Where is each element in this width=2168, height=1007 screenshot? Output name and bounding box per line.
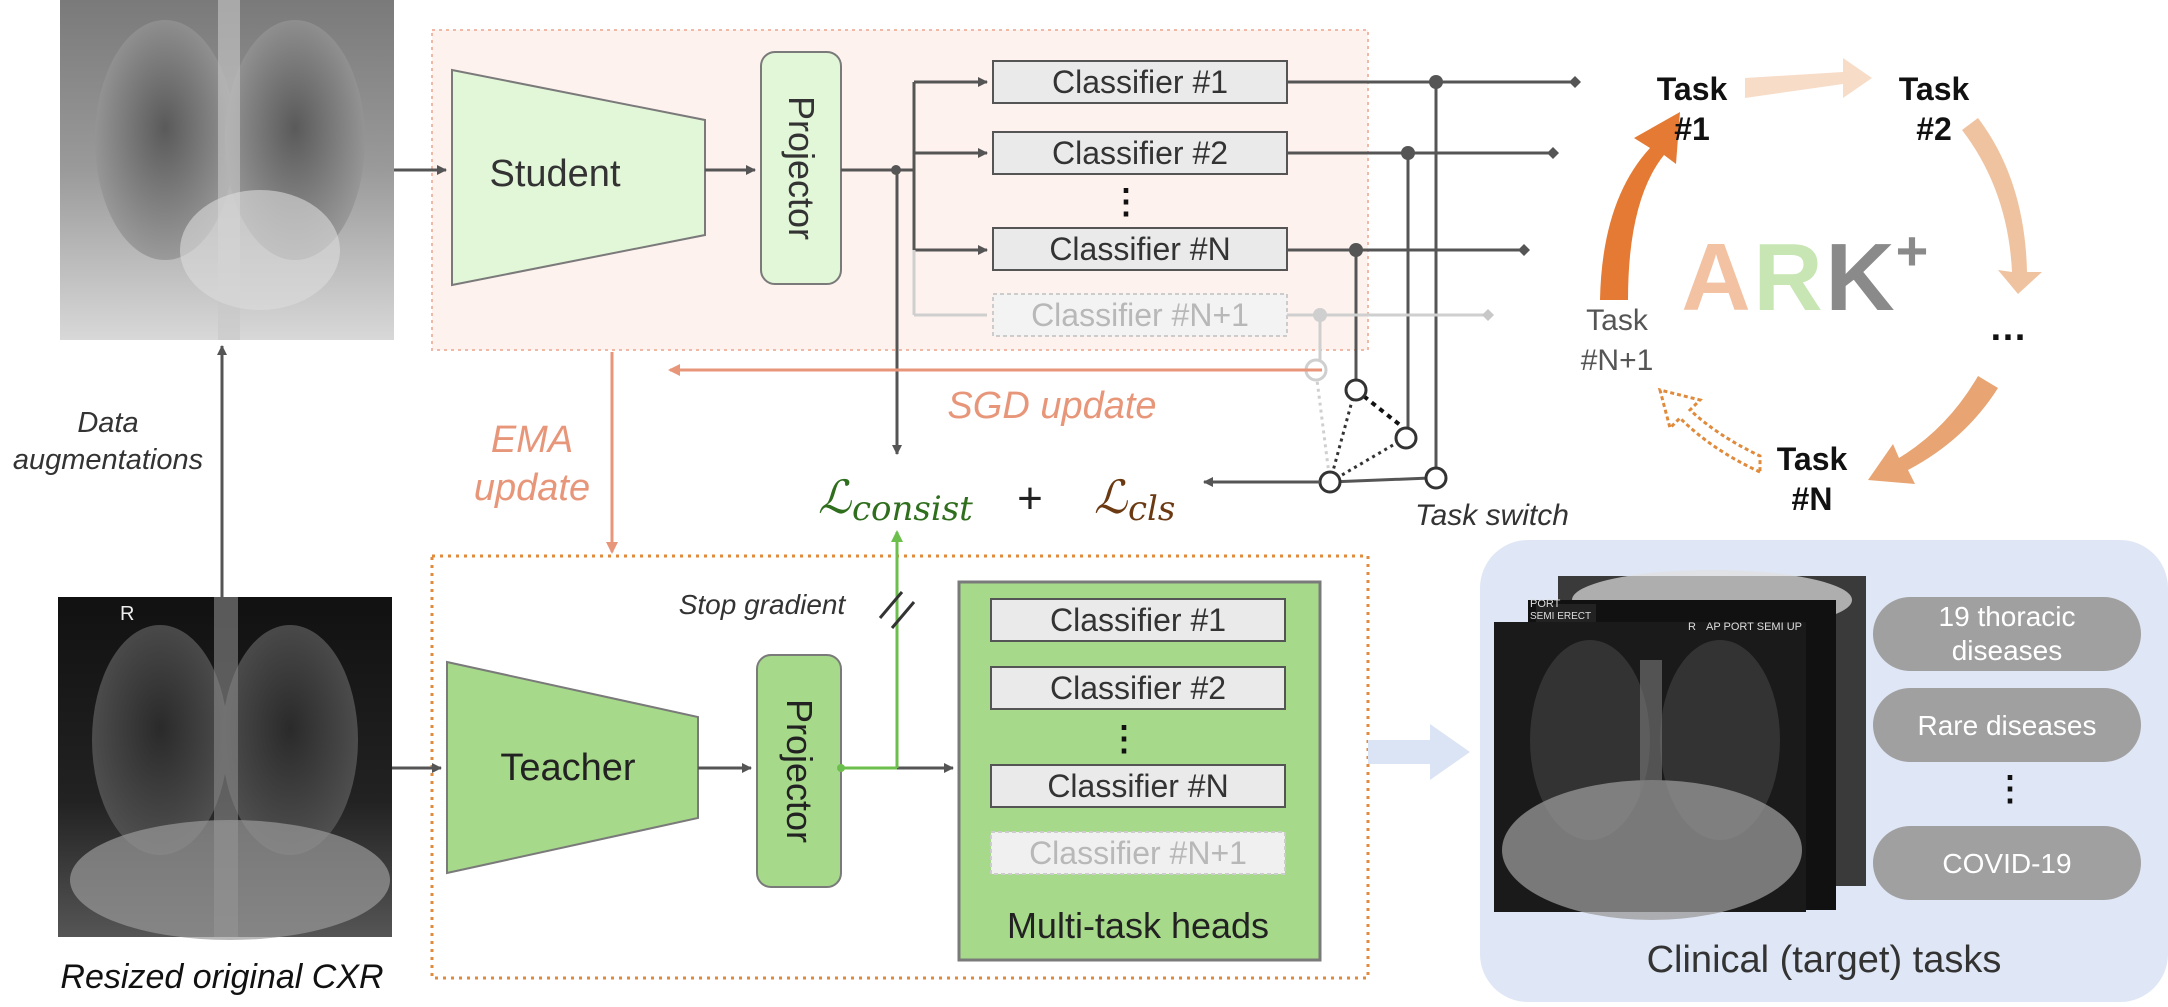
stop-gradient-label: Stop gradient (679, 589, 847, 620)
teacher-encoder-label: Teacher (500, 747, 636, 789)
teacher-classifier-n-label: Classifier #N (1047, 768, 1228, 804)
ark-logo-a: A (1681, 224, 1750, 331)
target-task-thoracic (1873, 597, 2141, 671)
teacher-classifier-ellipsis: ⋮ (1107, 720, 1141, 758)
transfer-arrow (1368, 724, 1470, 780)
student-classifier-1-label: Classifier #1 (1052, 64, 1228, 100)
data-aug-label-1: Data (77, 407, 138, 439)
target-task-ellipsis: ⋮ (1993, 770, 2027, 808)
student-classifier-2 (992, 131, 1288, 175)
teacher-projector-label: Projector (779, 699, 820, 843)
ema-update-label-2: update (474, 467, 590, 509)
resized-original-cxr-image: R (58, 597, 392, 940)
student-encoder (451, 68, 706, 287)
teacher-classifier-n (990, 764, 1286, 808)
xray-tag-port: PORT (1530, 598, 1561, 610)
task-cycle: Task #1 Task #2 … Task #N Task #N+1 A R … (1581, 58, 2042, 517)
multi-task-heads-label: Multi-task heads (1007, 905, 1269, 946)
xray-mark: R (1688, 621, 1696, 633)
tap-node-1 (1429, 75, 1443, 89)
task-1-label-b: #1 (1674, 111, 1710, 147)
student-classifier-new (992, 293, 1288, 337)
loss-consist-subscript: consist (852, 489, 973, 529)
sgd-update-label: SGD update (947, 385, 1156, 427)
clinical-tasks-title: Clinical (target) tasks (1647, 939, 2002, 981)
task-new-label-a: Task (1586, 304, 1649, 337)
tap-node-2 (1401, 146, 1415, 160)
cycle-arrow-to-task-1 (1600, 112, 1680, 300)
loss-consist-symbol: ℒ (818, 470, 852, 524)
teacher-encoder (446, 660, 699, 875)
task-2-label-b: #2 (1916, 111, 1952, 147)
cycle-ellipsis: … (1989, 307, 2027, 349)
task-switch-label: Task switch (1415, 499, 1569, 532)
projector-split-node (891, 165, 901, 175)
task-switch (1304, 358, 1448, 494)
student-classifier-new-label: Classifier #N+1 (1031, 297, 1249, 333)
teacher-classifier-new (990, 831, 1286, 875)
ark-logo-r: R (1753, 224, 1822, 331)
cycle-arrow-new-task (1657, 387, 1762, 475)
augmented-cxr-image (60, 0, 394, 340)
target-task-thoracic-line2: diseases (1952, 635, 2063, 666)
target-task-rare-label: Rare diseases (1918, 710, 2097, 741)
resized-cxr-label: Resized original CXR (60, 958, 383, 996)
cycle-arrow-1-2 (1745, 58, 1872, 98)
teacher-classifier-new-label: Classifier #N+1 (1029, 835, 1247, 871)
task-new-label-b: #N+1 (1581, 344, 1654, 377)
xray-tag-semi-erect: SEMI ERECT (1530, 611, 1591, 622)
teacher-classifier-2-label: Classifier #2 (1050, 670, 1226, 706)
target-task-rare (1873, 688, 2141, 762)
loss-cls-symbol: ℒ (1094, 470, 1128, 524)
target-task-covid-label: COVID-19 (1942, 848, 2071, 879)
target-task-covid (1873, 826, 2141, 900)
student-classifier-n (992, 227, 1288, 271)
task-2-label-a: Task (1899, 71, 1970, 107)
stop-gradient-path (841, 530, 903, 770)
data-aug-label-2: augmentations (13, 444, 203, 476)
ark-logo-plus: + (1896, 219, 1929, 282)
projector-output-node (837, 764, 845, 772)
xray-tag-ap-port: AP PORT SEMI UP (1706, 621, 1802, 633)
teacher-classifier-1-label: Classifier #1 (1050, 602, 1226, 638)
ema-update-label-1: EMA (491, 419, 573, 461)
xray-r-marker: R (120, 603, 134, 625)
cycle-arrow-etc-n (1868, 376, 1998, 484)
student-connections (394, 76, 1581, 478)
student-projector (760, 51, 842, 285)
task-n-label-b: #N (1792, 481, 1833, 517)
tap-node-new (1313, 308, 1327, 322)
target-task-thoracic-line1: 19 thoracic (1939, 601, 2076, 632)
ark-logo-k: K (1825, 224, 1894, 331)
student-classifier-2-label: Classifier #2 (1052, 135, 1228, 171)
student-projector-label: Projector (781, 96, 822, 240)
task-n-label-a: Task (1777, 441, 1848, 477)
task-1-label-a: Task (1657, 71, 1728, 107)
teacher-classifier-2 (990, 666, 1286, 710)
loss-plus: + (1017, 474, 1043, 523)
tap-node-n (1349, 243, 1363, 257)
student-classifier-1 (992, 60, 1288, 104)
teacher-classifier-1 (990, 598, 1286, 642)
student-encoder-label: Student (490, 153, 621, 195)
stop-gradient-mark (878, 591, 916, 629)
student-classifier-ellipsis: ⋮ (1109, 183, 1143, 221)
student-classifier-n-label: Classifier #N (1049, 231, 1230, 267)
clinical-xray-stack: PORT SEMI ERECT AP PORT SEMI UP R (1494, 570, 1866, 920)
loss-cls-subscript: cls (1128, 489, 1175, 529)
cycle-arrow-2-etc (1962, 118, 2042, 294)
